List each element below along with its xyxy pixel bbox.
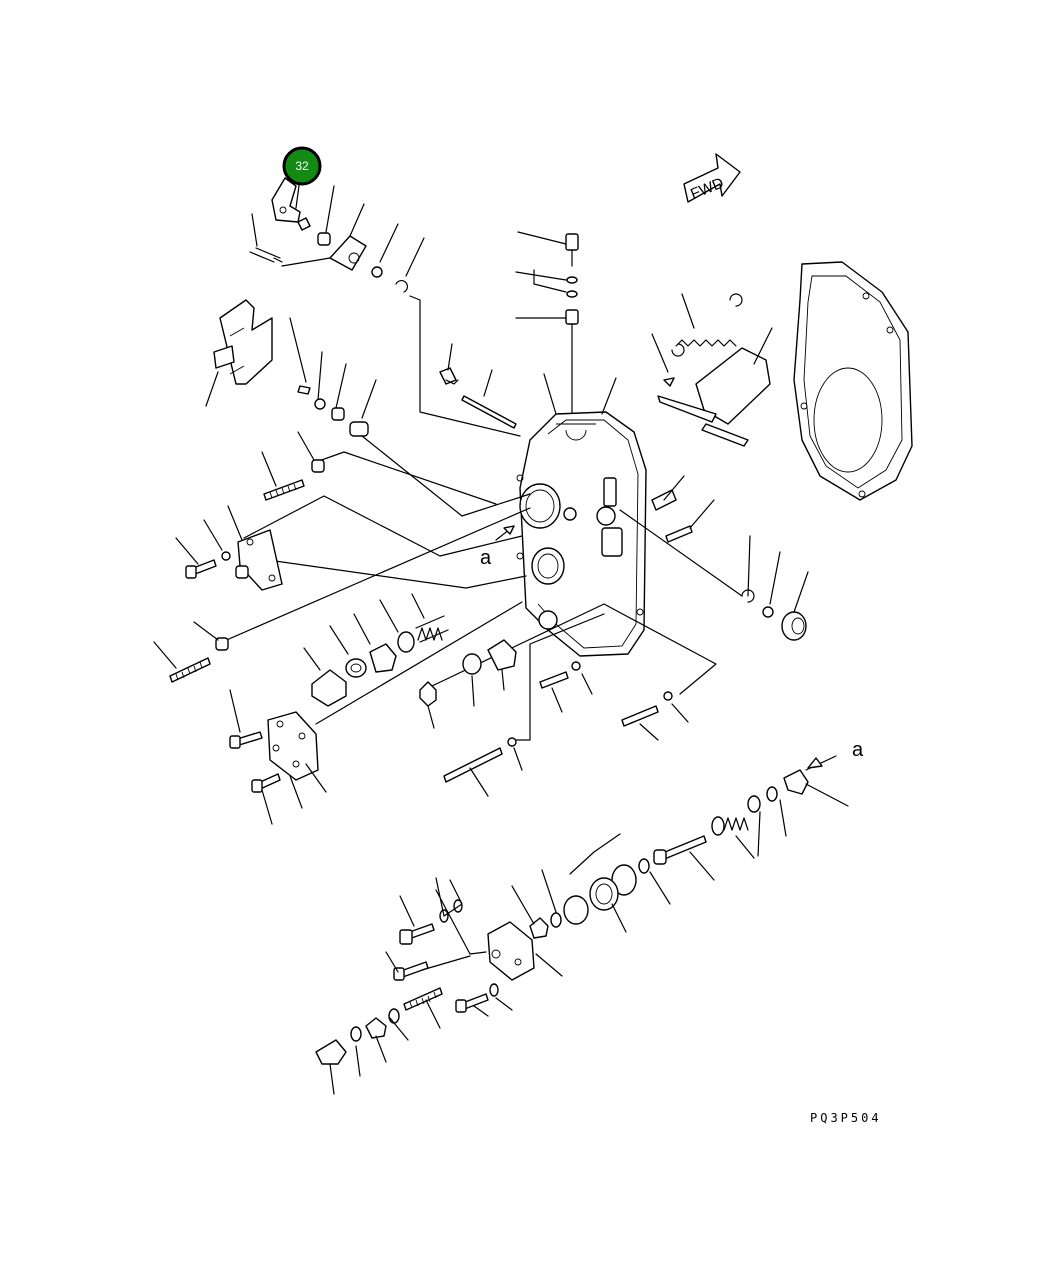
cover-plate-group [229,689,327,825]
left-bracket-group [205,299,273,407]
middle-fastener-group [419,639,689,797]
lower-left-assembly [315,877,563,1095]
governor-lever-group [651,293,773,447]
governor-housing [516,373,647,657]
leader-lines [221,435,743,741]
fwd-arrow-icon: FWD [683,153,741,203]
callout-32[interactable]: 32 [282,146,322,186]
pin-group [289,317,517,437]
top-bolt-group [515,231,579,421]
callout-number: 32 [295,159,309,173]
view-marker-left: a [480,525,515,569]
lower-right-assembly [511,755,849,939]
spring-stack-group [303,593,449,707]
view-marker-right-label: a [852,739,864,761]
view-marker-right: a [852,739,864,761]
lever-linkage-group [249,177,521,437]
callout-circle[interactable] [282,146,322,186]
left-fastener-group [153,431,325,683]
right-small-parts [651,475,809,641]
gear-case-cover [793,261,913,501]
view-marker-left-label: a [480,547,492,569]
drawing-code: PQ3P504 [810,1111,882,1125]
